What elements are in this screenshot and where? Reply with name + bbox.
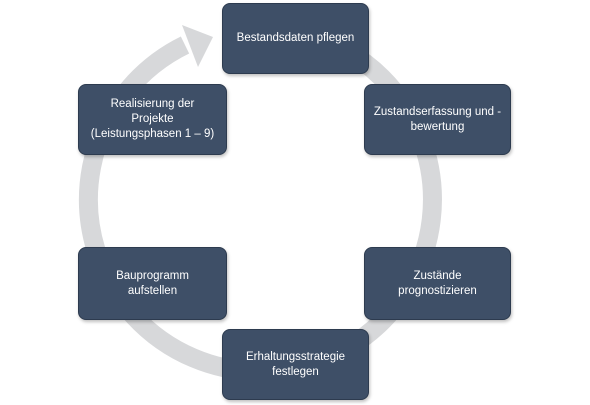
step-label: Realisierung der Projekte (Leistungsphas… [90,98,215,140]
step-box-realisierung: Realisierung der Projekte (Leistungsphas… [78,84,227,155]
cycle-arrowhead-icon [182,25,213,67]
step-label: Bestandsdaten pflegen [236,32,355,44]
step-label: Bauprogramm aufstellen [116,269,189,297]
step-box-zustaende: Zustände prognostizieren [364,247,511,320]
step-box-bauprogramm: Bauprogramm aufstellen [78,247,227,320]
step-label: Zustandserfassung und - bewertung [373,105,502,133]
step-label: Zustände prognostizieren [398,269,477,297]
step-label: Erhaltungsstrategie festlegen [245,350,346,378]
step-box-erhaltungsstrategie: Erhaltungsstrategie festlegen [222,329,369,400]
step-box-zustandserfassung: Zustandserfassung und - bewertung [364,84,511,155]
step-box-bestandsdaten: Bestandsdaten pflegen [222,3,369,74]
